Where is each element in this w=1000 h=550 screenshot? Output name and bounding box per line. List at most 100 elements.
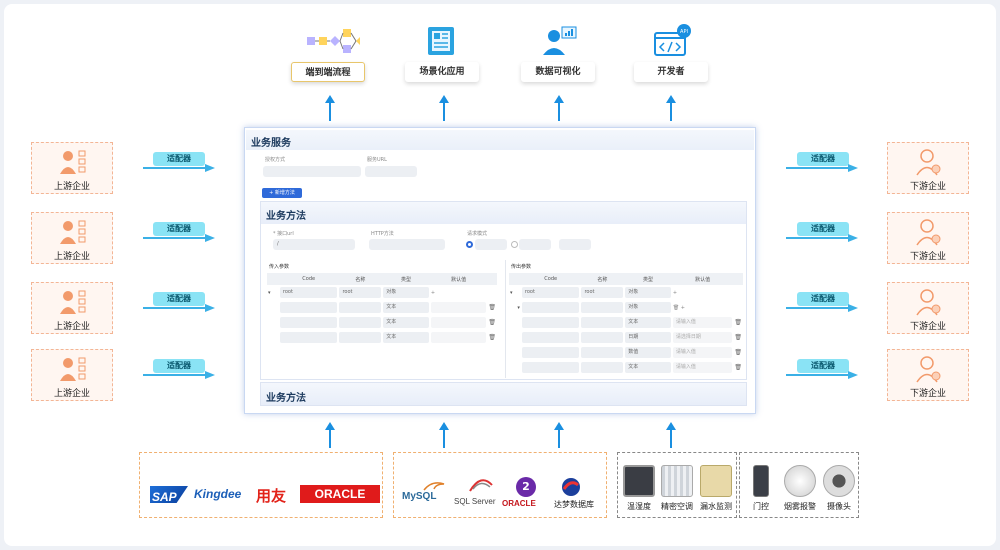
default-cell[interactable]: 请输入值 bbox=[672, 362, 733, 373]
expand-caret-icon[interactable]: ▾ bbox=[268, 289, 271, 296]
code-cell[interactable] bbox=[279, 332, 338, 343]
url-field-input[interactable] bbox=[365, 166, 417, 177]
adapter-badge: 适配器 bbox=[797, 152, 849, 166]
radio-unselected[interactable] bbox=[511, 241, 518, 248]
trash-icon[interactable]: 🗑 bbox=[488, 304, 496, 311]
table-row: ▾ root root 对象 + bbox=[509, 285, 743, 300]
kingdee-logo: Kingdee bbox=[194, 487, 242, 501]
sap-logo-text: SAP bbox=[152, 490, 177, 504]
type-select[interactable]: 文本 bbox=[383, 302, 429, 313]
device-label: 烟雾报警 bbox=[784, 502, 816, 511]
auth-field-input[interactable] bbox=[263, 166, 361, 177]
thermometer-device-icon bbox=[623, 465, 655, 497]
type-select[interactable]: 文本 bbox=[383, 317, 429, 328]
name-cell[interactable] bbox=[581, 362, 624, 373]
mode-option-2[interactable] bbox=[519, 239, 551, 250]
code-cell[interactable] bbox=[521, 332, 580, 343]
type-select[interactable]: 文本 bbox=[625, 317, 671, 328]
company-label: 下游企业 bbox=[909, 389, 946, 399]
code-cell[interactable] bbox=[521, 347, 580, 358]
expand-caret-icon[interactable]: ▾ bbox=[510, 289, 513, 296]
type-select[interactable]: 文本 bbox=[625, 362, 671, 373]
upstream-company: 上游企业 bbox=[31, 349, 113, 401]
device-precision-ac: 精密空调 bbox=[658, 465, 696, 512]
arrow-right-icon bbox=[143, 371, 215, 379]
code-cell[interactable] bbox=[521, 302, 580, 313]
smoke-detector-icon bbox=[784, 465, 816, 497]
name-cell[interactable] bbox=[581, 302, 624, 313]
name-cell[interactable]: root bbox=[339, 287, 382, 298]
code-cell[interactable] bbox=[521, 362, 580, 373]
analyst-icon bbox=[543, 26, 577, 55]
name-cell[interactable] bbox=[581, 317, 624, 328]
arrow-right-icon bbox=[786, 234, 858, 242]
default-cell[interactable]: 请输入值 bbox=[672, 347, 733, 358]
type-select[interactable]: 文本 bbox=[383, 332, 429, 343]
name-cell[interactable] bbox=[339, 317, 382, 328]
adapter-badge: 适配器 bbox=[153, 292, 205, 306]
name-cell[interactable] bbox=[339, 302, 382, 313]
security-devices-group: 门控 烟雾报警 摄像头 bbox=[739, 452, 859, 518]
type-select[interactable]: 对象 bbox=[625, 287, 671, 298]
add-child-icon[interactable]: + bbox=[430, 289, 436, 296]
name-cell[interactable] bbox=[339, 332, 382, 343]
radio-selected[interactable] bbox=[466, 241, 473, 248]
default-cell[interactable]: 请输入值 bbox=[672, 317, 733, 328]
customer-user-icon bbox=[916, 356, 941, 383]
device-label: 精密空调 bbox=[661, 502, 693, 511]
trash-icon[interactable]: 🗑 bbox=[488, 334, 496, 341]
name-cell[interactable]: root bbox=[581, 287, 624, 298]
mode-option-3[interactable] bbox=[559, 239, 591, 250]
type-select[interactable]: 数值 bbox=[625, 347, 671, 358]
arrow-right-icon bbox=[786, 164, 858, 172]
trash-icon[interactable]: 🗑 bbox=[734, 334, 742, 341]
default-cell[interactable] bbox=[430, 317, 487, 328]
type-select[interactable]: 对象 bbox=[383, 287, 429, 298]
business-method-card-collapsed[interactable]: 业务方法 bbox=[260, 382, 747, 406]
default-cell[interactable]: 请选择日期 bbox=[672, 332, 733, 343]
trash-icon[interactable]: 🗑 bbox=[734, 349, 742, 356]
device-access-control: 门控 bbox=[742, 465, 780, 512]
panel-title: 业务服务 bbox=[251, 138, 291, 149]
col-type: 类型 bbox=[382, 273, 430, 285]
col-name: 名称 bbox=[338, 273, 383, 285]
mode-option-1[interactable] bbox=[475, 239, 507, 250]
air-conditioner-icon bbox=[661, 465, 693, 497]
enterprise-user-icon bbox=[60, 150, 86, 174]
output-params-table: Code 名称 类型 默认值 ▾ root root 对象 + ▾ bbox=[509, 273, 743, 375]
code-cell[interactable] bbox=[279, 317, 338, 328]
trash-icon[interactable]: 🗑 bbox=[488, 319, 496, 326]
endpoint-label: * 接口url bbox=[273, 231, 294, 237]
type-select[interactable]: 对象 bbox=[625, 302, 671, 313]
expand-caret-icon[interactable]: ▾ bbox=[517, 304, 520, 311]
code-cell[interactable] bbox=[521, 317, 580, 328]
code-cell[interactable] bbox=[279, 302, 338, 313]
erp-systems-group: SAP Kingdee 用友 ORACLE bbox=[139, 452, 383, 518]
sql-server-icon bbox=[469, 479, 493, 492]
company-label: 下游企业 bbox=[909, 322, 946, 332]
device-camera: 摄像头 bbox=[820, 465, 858, 512]
default-cell[interactable] bbox=[430, 302, 487, 313]
business-service-panel: 业务服务 授权方式 服务URL + 新增方法 业务方法 * 接口url / HT… bbox=[244, 127, 756, 414]
trash-icon[interactable]: 🗑 bbox=[734, 364, 742, 371]
params-divider bbox=[505, 260, 506, 378]
row-actions[interactable]: 🗑 + bbox=[672, 304, 685, 311]
device-temperature: 温湿度 bbox=[620, 465, 658, 512]
request-mode-label: 请求模式 bbox=[467, 231, 488, 237]
default-cell[interactable] bbox=[430, 332, 487, 343]
table-row: 数值 请输入值 🗑 bbox=[509, 345, 743, 360]
arrow-up-icon bbox=[325, 95, 335, 121]
name-cell[interactable] bbox=[581, 332, 624, 343]
trash-icon[interactable]: 🗑 bbox=[734, 319, 742, 326]
type-select[interactable]: 日期 bbox=[625, 332, 671, 343]
http-method-select[interactable] bbox=[369, 239, 445, 250]
add-child-icon[interactable]: + bbox=[672, 289, 678, 296]
table-row: ▾ root root 对象 + bbox=[267, 285, 497, 300]
add-method-button[interactable]: + 新增方法 bbox=[262, 188, 302, 198]
code-cell[interactable]: root bbox=[279, 287, 338, 298]
name-cell[interactable] bbox=[581, 347, 624, 358]
code-cell[interactable]: root bbox=[521, 287, 580, 298]
endpoint-input[interactable]: / bbox=[273, 239, 355, 250]
downstream-company: 下游企业 bbox=[887, 212, 969, 264]
dameng-icon bbox=[562, 478, 580, 496]
